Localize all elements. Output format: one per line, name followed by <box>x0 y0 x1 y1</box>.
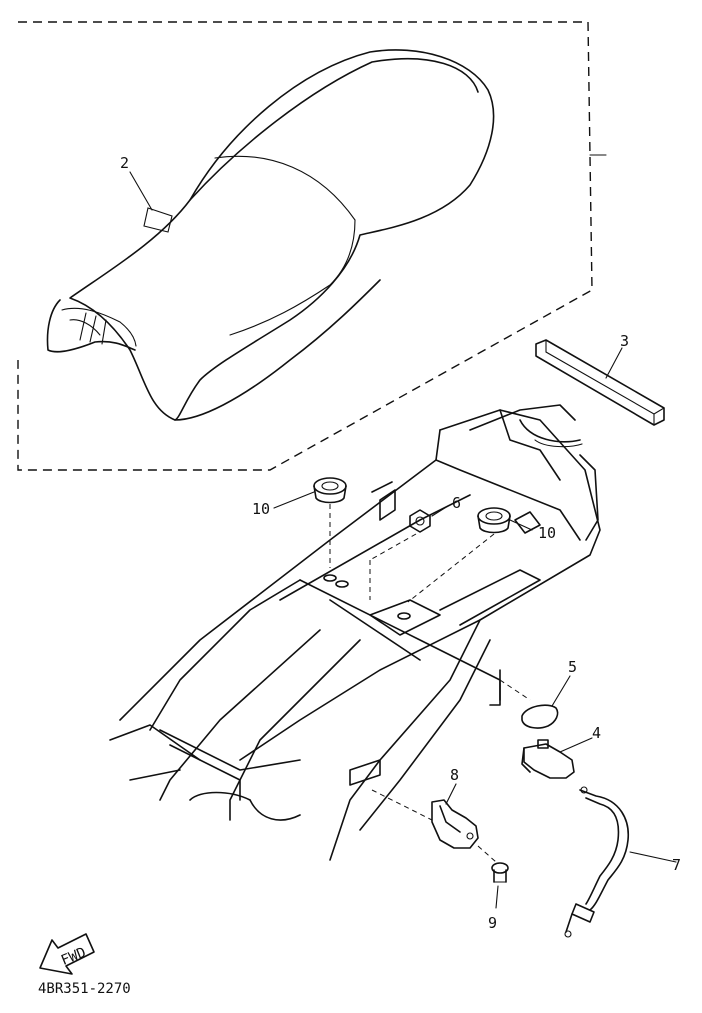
part-10-grommet-right <box>477 507 511 534</box>
callout-6-leader <box>431 505 449 517</box>
seat-assembly-boundary <box>17 21 593 471</box>
part-7-cable <box>564 786 630 938</box>
callout-9: 9 <box>488 914 497 932</box>
callout-3: 3 <box>620 332 629 350</box>
callout-8-leader <box>445 783 457 805</box>
callout-3-leader <box>605 347 623 379</box>
callout-9-leader <box>495 885 499 909</box>
callout-8: 8 <box>450 766 459 784</box>
part-10-grommet-left <box>313 477 347 504</box>
callout-2: 2 <box>120 154 129 172</box>
callout-7: 7 <box>672 856 681 874</box>
fwd-arrow-icon <box>39 933 95 975</box>
frame-hole-1 <box>323 574 337 582</box>
callout-5-leader <box>551 675 571 707</box>
grommet-right-axis <box>407 533 495 603</box>
part-6-nut <box>409 509 431 533</box>
callout-5: 5 <box>568 658 577 676</box>
bracket-axis <box>371 789 433 821</box>
callout-10-leader-left <box>273 491 315 509</box>
callout-10-right: 10 <box>538 524 556 542</box>
part-3-strip <box>535 339 665 426</box>
rear-frame <box>109 404 601 861</box>
part-9-screw <box>491 862 509 883</box>
part-4-lock <box>521 739 575 779</box>
callout-1: 1 <box>608 146 617 164</box>
callout-4: 4 <box>592 724 601 742</box>
part-5-cap <box>521 704 559 729</box>
frame-hole-2 <box>335 580 349 588</box>
nut-axis <box>369 533 417 561</box>
callout-7-leader <box>629 851 677 863</box>
callout-10-left: 10 <box>252 500 270 518</box>
frame-hole-3 <box>397 612 411 620</box>
part-8-bracket <box>431 799 479 849</box>
callout-6: 6 <box>452 494 461 512</box>
callout-10-leader-right <box>509 519 533 531</box>
cap-guide-dashed <box>499 679 531 701</box>
callout-2-leader <box>129 171 153 211</box>
screw-axis <box>477 845 497 863</box>
fwd-label: FWD <box>59 945 88 969</box>
seat <box>46 49 495 421</box>
callout-4-leader <box>559 737 593 753</box>
diagram-code: 4BR351-2270 <box>38 981 131 997</box>
